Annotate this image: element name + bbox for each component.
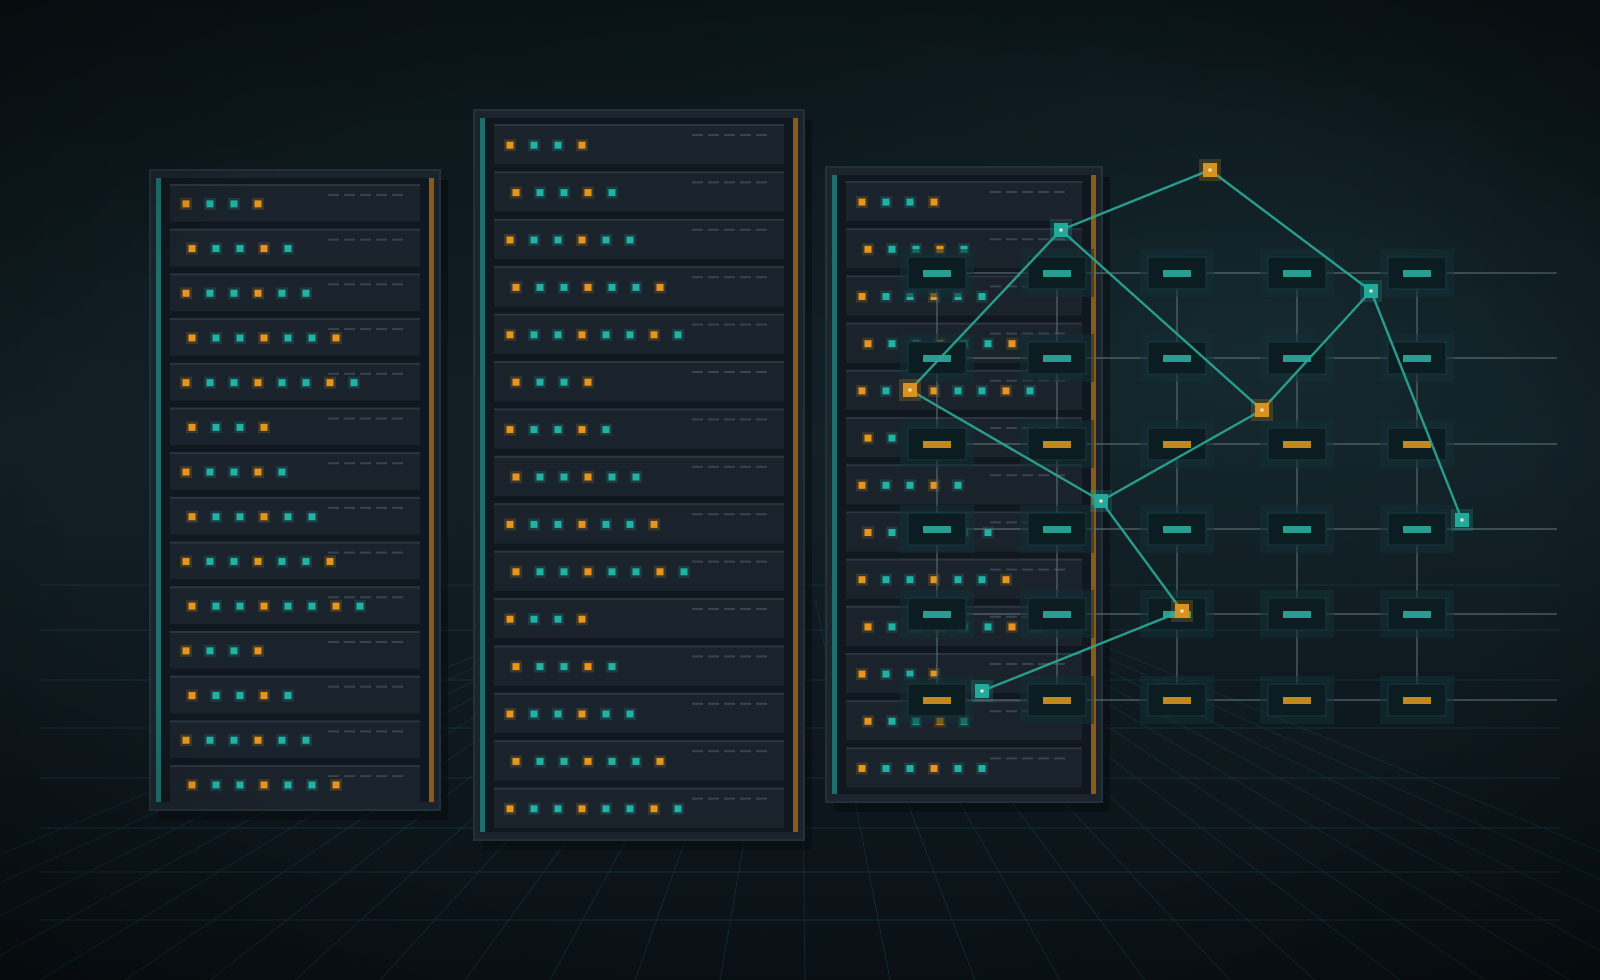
datacenter-scene <box>0 0 1600 980</box>
datacenter-illustration <box>0 0 1600 980</box>
vignette <box>0 0 1600 980</box>
